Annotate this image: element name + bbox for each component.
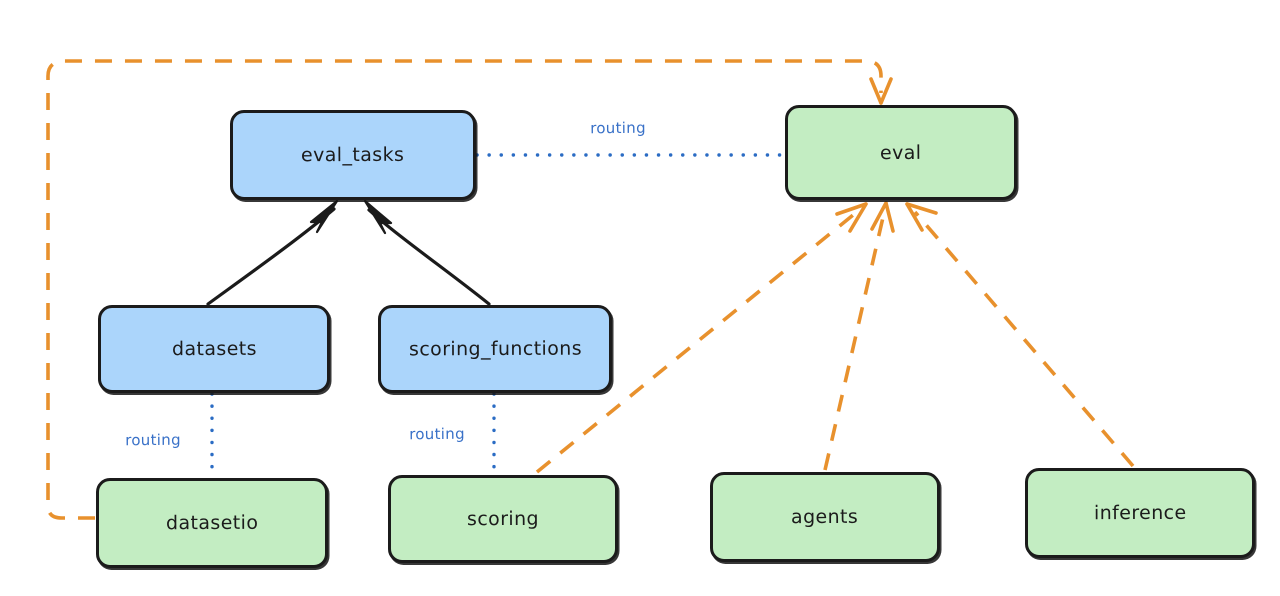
edge-label-routing-scoring-functions-scoring: routing: [409, 424, 465, 444]
node-agents-label: agents: [791, 505, 859, 529]
node-eval-tasks[interactable]: eval_tasks: [230, 110, 476, 200]
edge-scoring-functions-to-eval-tasks: [363, 199, 491, 306]
node-agents[interactable]: agents: [710, 472, 940, 562]
node-datasets-label: datasets: [171, 337, 257, 361]
node-inference-label: inference: [1093, 501, 1187, 525]
edge-datasetio-to-eval-dependency: [46, 59, 893, 520]
node-scoring-functions-label: scoring_functions: [408, 337, 582, 361]
edge-agents-to-eval-dependency: [823, 201, 895, 471]
node-datasets[interactable]: datasets: [98, 305, 330, 393]
edge-inference-to-eval-dependency: [905, 202, 1135, 468]
node-inference[interactable]: inference: [1025, 468, 1255, 558]
node-scoring[interactable]: scoring: [388, 475, 618, 563]
node-eval-label: eval: [880, 141, 922, 164]
edge-label-routing-datasets-datasetio: routing: [125, 430, 181, 450]
node-datasetio-label: datasetio: [165, 511, 259, 535]
node-eval[interactable]: eval: [785, 105, 1017, 200]
node-scoring-label: scoring: [466, 507, 540, 531]
edge-datasets-to-eval-tasks: [206, 199, 339, 306]
node-datasetio[interactable]: datasetio: [96, 478, 328, 568]
node-eval-tasks-label: eval_tasks: [301, 143, 405, 167]
edge-label-routing-eval-tasks-eval: routing: [590, 118, 646, 138]
node-scoring-functions[interactable]: scoring_functions: [378, 305, 612, 393]
edge-scoring-to-eval-dependency: [535, 202, 868, 474]
